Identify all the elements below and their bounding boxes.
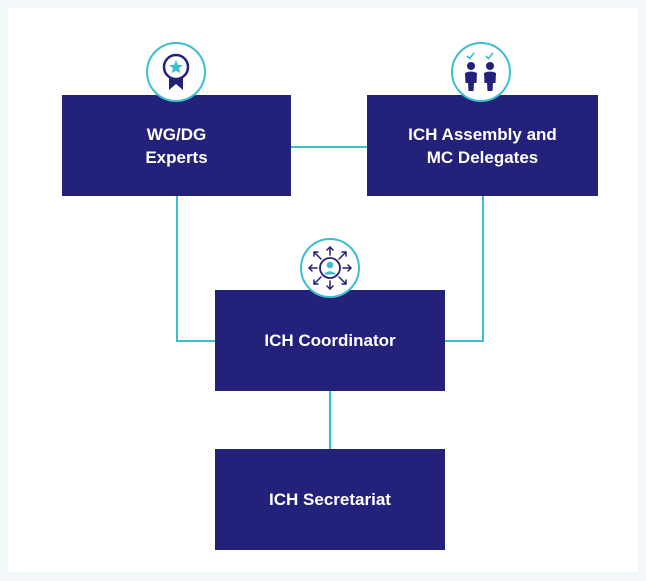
node-ich-coordinator: ICH Coordinator — [215, 290, 445, 391]
node-ich-secretariat: ICH Secretariat — [215, 449, 445, 550]
coordinator-hub-icon — [308, 246, 352, 290]
delegates-icon — [465, 52, 496, 91]
node-ich-coordinator-label: ICH Coordinator — [264, 331, 396, 350]
connector-assembly-coordinator — [445, 196, 484, 342]
connector-experts-coordinator — [176, 196, 215, 342]
node-ich-assembly-mc-delegates: ICH Assembly and MC Delegates — [367, 95, 598, 196]
delegates-badge — [451, 42, 511, 102]
node-wg-dg-experts-label: WG/DG Experts — [145, 124, 208, 167]
award-ribbon-badge — [146, 42, 206, 102]
node-ich-secretariat-label: ICH Secretariat — [269, 490, 391, 509]
award-ribbon-icon — [162, 53, 190, 90]
coordinator-hub-badge — [300, 238, 360, 298]
node-ich-assembly-label: ICH Assembly and MC Delegates — [408, 124, 557, 167]
node-wg-dg-experts: WG/DG Experts — [62, 95, 291, 196]
